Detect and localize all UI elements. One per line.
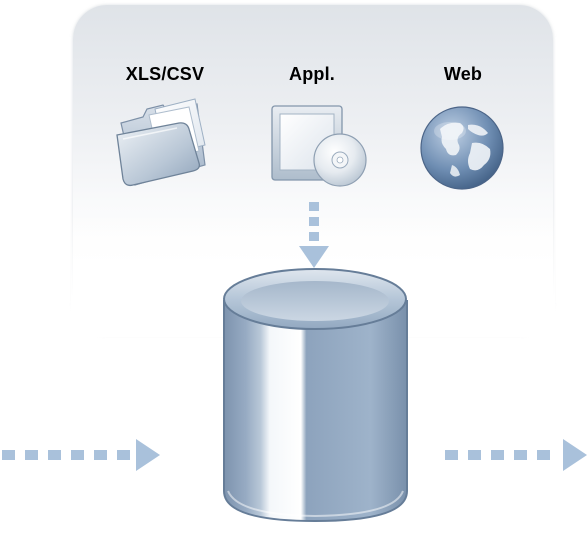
source-label-xls-csv: XLS/CSV — [125, 64, 205, 84]
source-label-web: Web — [443, 64, 483, 84]
source-label-application: Appl. — [289, 64, 335, 84]
globe-icon — [418, 103, 508, 193]
down-arrow-icon — [297, 198, 333, 272]
database-icon — [218, 265, 413, 527]
right-output-arrow-icon — [443, 435, 587, 475]
application-cd-icon — [266, 100, 371, 192]
left-input-arrow-icon — [0, 435, 172, 475]
folder-icon — [113, 95, 213, 190]
